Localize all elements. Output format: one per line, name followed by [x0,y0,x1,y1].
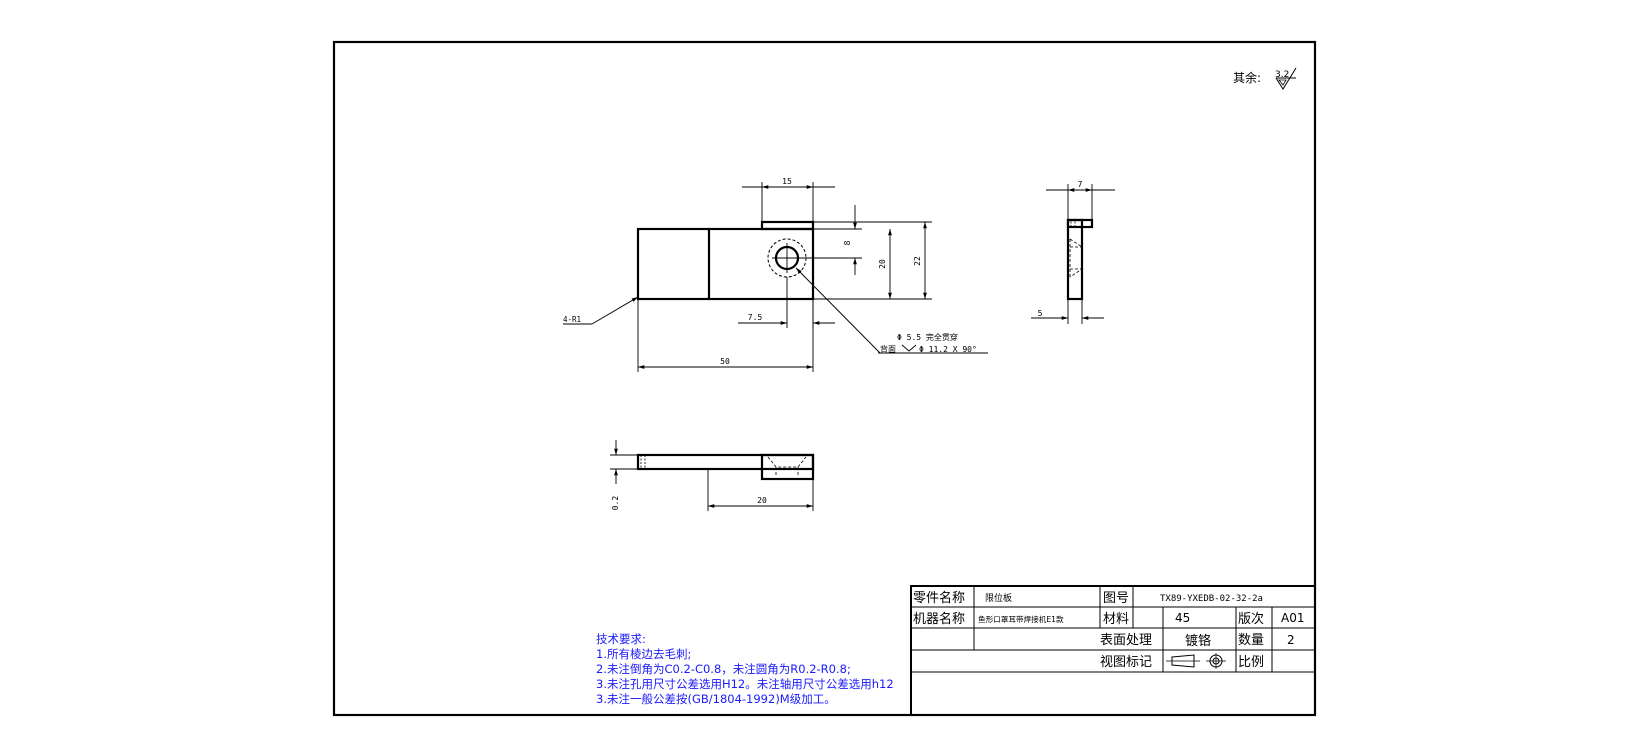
title-block [910,585,1316,716]
revision-label: 版次 [1238,611,1264,627]
drawing-no-value: TX89-YXEDB-02-32-2a [1160,594,1263,604]
sheet-border [332,40,1317,717]
quantity-label: 数量 [1238,633,1264,648]
bottom-body [636,453,815,471]
drawing-no-label: 图号 [1103,591,1129,606]
hole-callout-line1: Φ 5.5 完全贯穿 [897,332,958,342]
hole-callout-value: Φ 11.2 X 90° [919,345,977,354]
dim-top-15: 15 [782,177,792,186]
material-label: 材料 [1103,612,1129,627]
front-view: 15 8 20 22 7.5 50 4-R1 Φ [563,177,988,372]
surface-note-label: 其余: [1233,70,1261,85]
scale-label: 比例 [1238,655,1264,670]
revision-value: A01 [1281,611,1304,625]
dim-height-22: 22 [913,256,922,266]
bottom-dim-0-2: 0.2 [611,496,620,511]
countersink-symbol-icon [901,344,917,352]
bottom-view: 0.2 20 [610,440,815,511]
bottom-dim-20: 20 [757,496,767,505]
side-dim-5: 5 [1038,309,1043,318]
front-body [636,227,815,301]
dim-width-50: 50 [720,357,730,366]
tech-requirements-title: 技术要求: [596,632,646,646]
tech-requirement-2: 2.未注倒角为C0.2-C0.8，未注圆角为R0.2-R0.8; [596,662,851,676]
projection-symbol-icon [1166,653,1226,669]
roughness-value: 3.2 [1275,70,1289,80]
machine-name-value: 鱼形口罩耳带焊接机E1款 [978,614,1064,624]
surface-roughness-note: 其余: 3.2 [1233,67,1297,90]
hole-callout-prefix: 背面 [880,344,896,354]
view-mark-label: 视图标记 [1100,655,1152,670]
side-view: 7 5 [1031,180,1115,324]
surface-treatment-label: 表面处理 [1100,633,1152,648]
tech-requirement-4: 3.未注一般公差按(GB/1804-1992)M级加工。 [596,692,836,706]
surface-treatment-value: 镀铬 [1185,633,1211,649]
dim-height-20: 20 [878,259,887,269]
side-dim-7: 7 [1078,180,1083,189]
tech-requirement-3: 3.未注孔用尺寸公差选用H12。未注轴用尺寸公差选用h12 [596,677,894,691]
dim-bottom-7-5: 7.5 [748,313,763,322]
chamfer-note: 4-R1 [563,315,581,324]
quantity-value: 2 [1287,633,1295,647]
roughness-symbol-icon [1275,67,1297,90]
dim-hole-offset-8: 8 [843,240,852,245]
material-value: 45 [1175,611,1190,625]
tech-requirements: 技术要求: 1.所有棱边去毛刺; 2.未注倒角为C0.2-C0.8，未注圆角为R… [596,632,894,706]
part-name-label: 零件名称 [913,590,965,606]
tech-requirement-1: 1.所有棱边去毛刺; [596,647,691,661]
machine-name-label: 机器名称 [913,611,965,627]
part-name-value: 限位板 [985,592,1012,604]
